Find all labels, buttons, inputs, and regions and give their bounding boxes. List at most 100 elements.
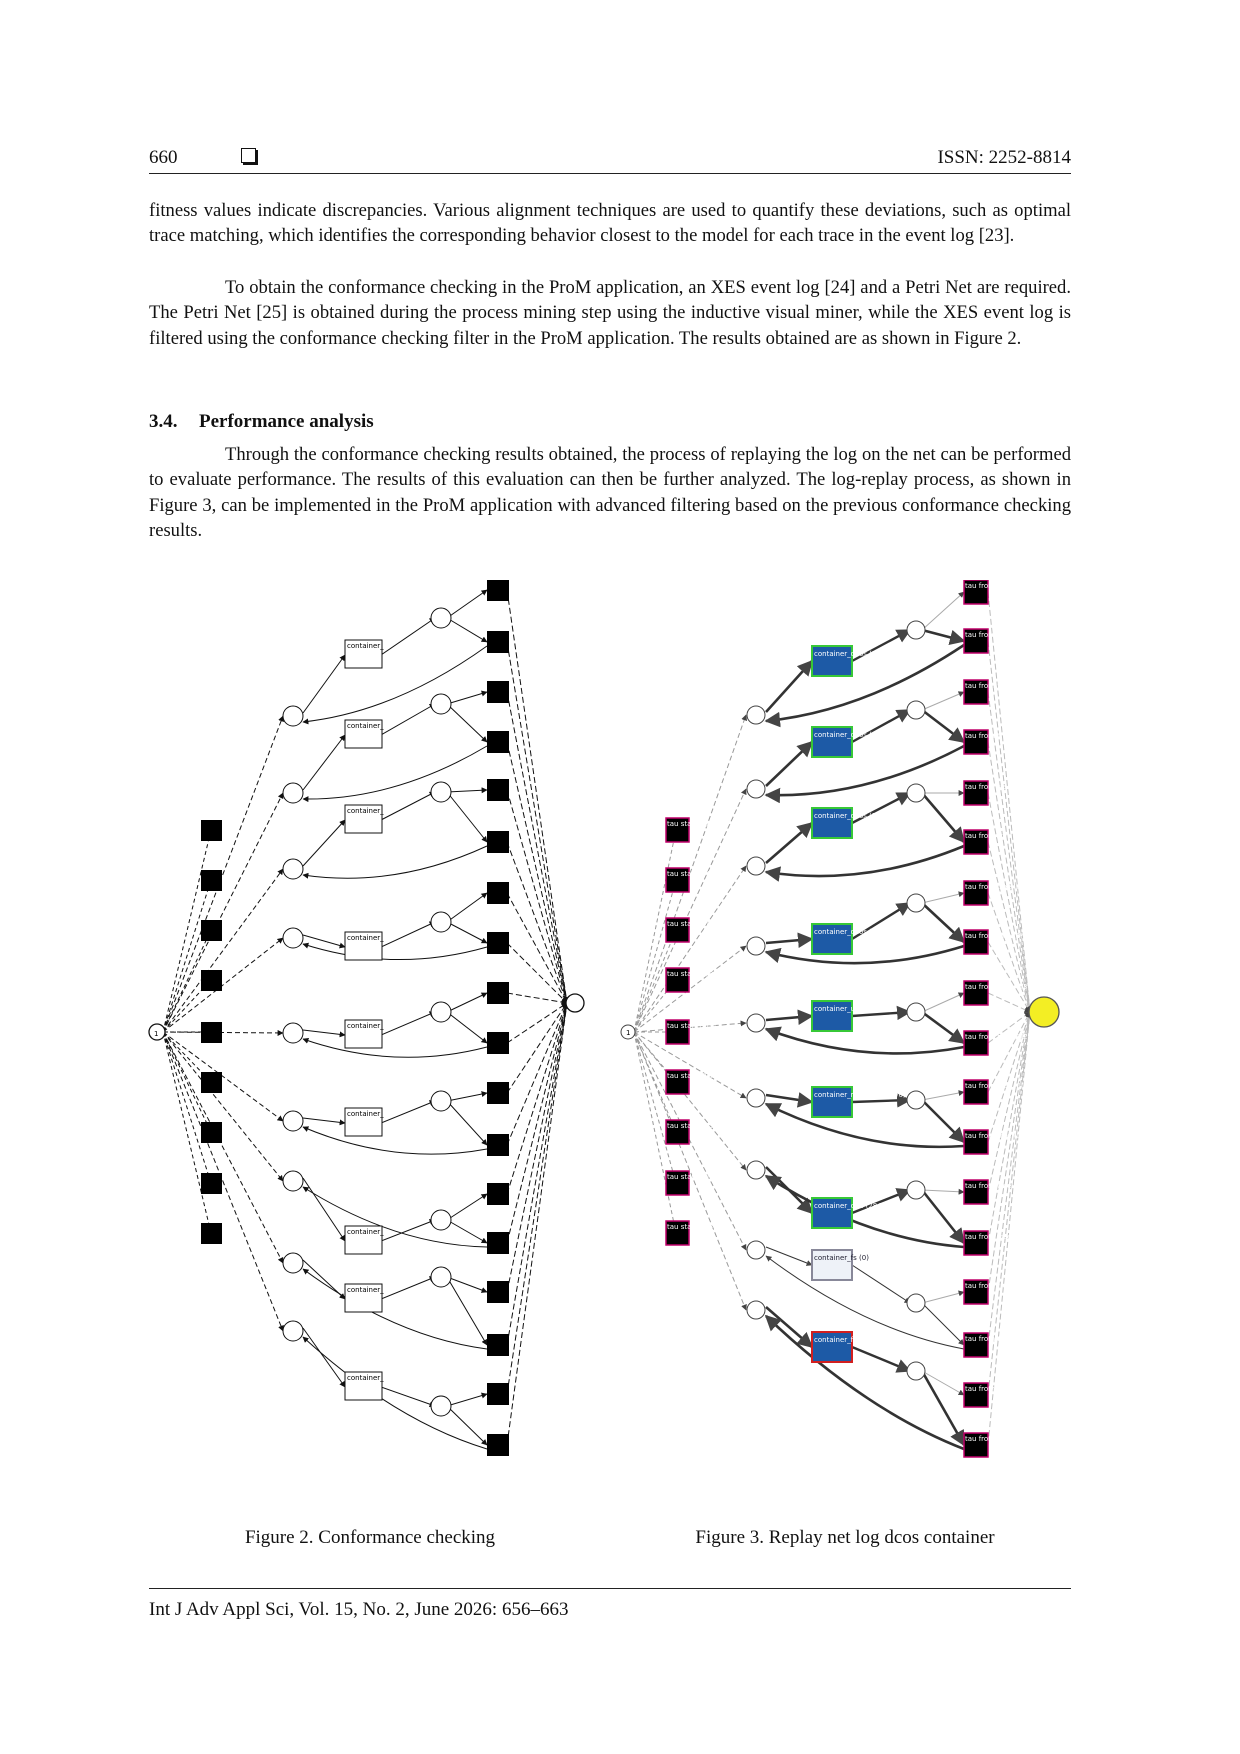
place [906,783,926,803]
tau-from-tree-transition [963,679,989,705]
arc [987,1011,1032,1143]
arc [302,1336,488,1450]
arc [764,1026,965,1055]
silent-transition [487,1434,509,1456]
arc [987,1011,1032,1193]
start-place [148,1023,166,1041]
arc [987,591,1033,1013]
figure-2-caption: Figure 2. Conformance checking [244,1527,496,1548]
container-transition [811,645,853,677]
end-place [565,993,585,1013]
arc [446,1100,488,1146]
arc [506,1002,568,1044]
arc [921,891,965,904]
arc [851,1188,912,1215]
arc [633,714,748,1033]
arc [302,845,488,879]
tau-from-tree-label: tau from tree (0/3) [965,783,1031,791]
tau-start-transition [665,817,690,843]
arc [765,740,814,787]
arc [506,942,568,1004]
arc [764,643,965,728]
arc [380,1100,436,1124]
tau-from-tree-transition [963,1179,989,1205]
tau-from-tree-transition [963,829,989,855]
arc [987,1011,1033,1396]
arc [921,1370,965,1396]
container-transition [811,923,853,955]
arc [506,741,569,1004]
arc [162,879,213,1033]
arc [633,1031,747,1311]
arc [506,1002,569,1195]
arc [506,1002,568,1146]
arc [506,1002,570,1446]
arc [506,1002,570,1346]
arc [302,1117,346,1126]
silent-transition [487,831,509,853]
arc [162,829,213,1033]
tau-from-tree-label: tau from tree (0/284) [965,732,1039,740]
silent-transition [487,1183,509,1205]
arc [987,892,1032,1013]
arc [765,1306,814,1349]
place [906,1361,926,1381]
arc [921,1090,965,1101]
tau-from-tree-transition [963,580,989,605]
arc [633,1031,678,1184]
arc [380,1276,436,1300]
place [430,1209,452,1231]
arc [162,1031,284,1264]
arc [920,1370,966,1447]
arc [446,1276,488,1346]
arc [162,937,284,1033]
arc [633,945,747,1033]
arc [765,932,814,948]
tau-start-label: tau start (0/3) [667,820,716,828]
place [282,1320,304,1342]
arc [765,1255,965,1350]
arc [765,1246,813,1266]
tau-from-tree-label: tau from tree (0/284) [965,1033,1039,1041]
tau-from-tree-label: tau from tree (0/284) [965,1435,1039,1443]
place [430,1266,452,1288]
place [906,700,926,720]
silent-transition [487,631,509,653]
arc [446,1276,488,1293]
arc [921,1099,966,1144]
arc [380,1386,436,1408]
tau-from-tree-transition [963,628,989,654]
arc [921,1290,965,1304]
figure-3-caption: Figure 3. Replay net log dcos container [695,1527,995,1548]
start-place-label: 1 [626,1029,630,1037]
section-title: Performance analysis [199,411,374,432]
place [746,1160,766,1180]
tau-from-tree-transition [963,1230,989,1256]
transition-label: container_ [347,1022,384,1030]
silent-transition [201,1072,222,1093]
container-transition-label: container_fgc (2843/1) [814,1336,894,1344]
tau-from-tree-label: tau from tree (0/284) [965,832,1039,840]
arc [633,1020,747,1033]
section-heading: 3.4.Performance analysis [149,411,374,433]
arc [380,1219,436,1242]
tau-from-tree-transition [963,1279,989,1305]
container-transition [811,1197,853,1229]
arc [162,715,284,1033]
arc [446,787,488,794]
silent-transition [487,1032,509,1054]
arc [987,1011,1032,1244]
arc [987,1011,1033,1446]
arc [446,1091,488,1102]
arc [302,1037,488,1058]
container-transition [811,1331,853,1363]
tau-from-tree-label: tau from tree (0/3) [965,582,1031,590]
arc [921,591,965,631]
arc [987,792,1032,1013]
arc [506,841,568,1004]
arc [446,1392,488,1407]
place [746,779,766,799]
silent-transition [487,1232,509,1254]
start-place-label: 1 [154,1030,158,1038]
container-transition [811,726,853,758]
